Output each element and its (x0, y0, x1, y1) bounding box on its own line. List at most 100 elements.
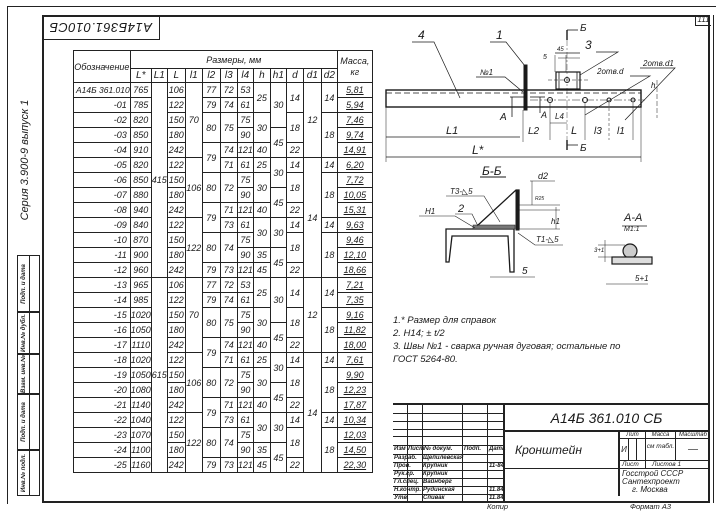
cell-d: 18 (285, 367, 304, 398)
note-3-cont: ГОСТ 5264-80. (393, 354, 458, 365)
cell-l4: 75 (236, 367, 254, 383)
cell-Lstar: 1020 (129, 307, 152, 323)
cell-h: 30 (252, 367, 271, 398)
scale-header: Масштаб (676, 432, 710, 439)
signer-date: 11.84 (489, 487, 504, 493)
cell-l4: 121 (236, 142, 254, 158)
cell-L: 242 (166, 262, 186, 278)
cell-l2: 80 (201, 112, 221, 143)
cell-h: 40 (252, 397, 271, 413)
cell-d1: 14 (302, 352, 322, 473)
outer-frame (7, 6, 716, 504)
cell-designation: -02 (73, 112, 131, 128)
cell-h: 30 (252, 307, 271, 338)
cell-d: 18 (285, 307, 304, 338)
cell-Lstar: 1080 (129, 382, 152, 398)
cell-Lstar: 880 (129, 187, 152, 203)
cell-h: 35 (252, 442, 271, 458)
cell-l4: 75 (236, 307, 254, 323)
cell-Lstar: 850 (129, 172, 152, 188)
cell-L: 150 (166, 232, 186, 248)
cell-l1: 122 (184, 412, 203, 473)
cell-L: 150 (166, 172, 186, 188)
cell-d: 18 (285, 112, 304, 143)
cell-mass: 6,20 (336, 157, 373, 173)
signer-name: Рудинская (423, 487, 455, 493)
header-h1: h1 (269, 68, 287, 83)
cell-L: 242 (166, 202, 186, 218)
cell-h1: 45 (269, 247, 287, 278)
format-label: Формат А3 (630, 502, 672, 511)
cell-d: 22 (285, 457, 304, 473)
cell-mass: 18,00 (336, 337, 373, 353)
header-d2: d2 (320, 68, 338, 83)
signer-role: Гл.спец. (394, 479, 419, 485)
cell-l2: 79 (201, 262, 221, 278)
header-Lstar: L* (129, 68, 152, 83)
cell-d2: 18 (320, 367, 338, 413)
mass-header: Масса (646, 432, 676, 439)
cell-mass: 14,91 (336, 142, 373, 158)
cell-l4: 90 (236, 442, 254, 458)
cell-mass: 15,31 (336, 202, 373, 218)
sheets-count: Листов 1 (646, 461, 710, 469)
cell-l4: 53 (236, 82, 254, 98)
cell-d: 14 (285, 217, 304, 233)
cell-h1: 30 (269, 157, 287, 188)
signer-role: Разраб. (394, 455, 417, 461)
cell-l2: 80 (201, 427, 221, 458)
cell-mass: 22,30 (336, 457, 373, 473)
cell-l3: 71 (219, 202, 238, 218)
grid-header-sign: Подп. (464, 446, 482, 452)
cell-Lstar: 820 (129, 157, 152, 173)
signer-date: 11.84 (489, 495, 504, 501)
cell-mass: 7,35 (336, 292, 373, 308)
mirrored-code-box: А14Б361.010СБ (42, 15, 160, 40)
cell-Lstar: 910 (129, 142, 152, 158)
cell-h: 25 (252, 352, 271, 368)
stamp-label: Подп. и дата (20, 263, 27, 304)
cell-h1: 45 (269, 382, 287, 413)
cell-l3: 71 (219, 397, 238, 413)
header-L1: L1 (150, 68, 168, 83)
org-line: Госстрой СССР (622, 470, 684, 478)
cell-Lstar: 1160 (129, 457, 152, 473)
cell-l4: 61 (236, 412, 254, 428)
cell-l2: 79 (201, 202, 221, 233)
document-code: А14Б 361.010 СБ (503, 405, 710, 432)
cell-mass: 9,16 (336, 307, 373, 323)
header-l3: l3 (219, 68, 238, 83)
cell-d: 22 (285, 142, 304, 158)
cell-h: 30 (252, 217, 271, 248)
grid-header-change: Изм (394, 446, 406, 452)
cell-l4: 121 (236, 337, 254, 353)
cell-Lstar: 820 (129, 112, 152, 128)
signer-name: Вайнберг (423, 479, 452, 485)
cell-mass: 7,21 (336, 277, 373, 293)
signer-name: Крупник (423, 463, 448, 469)
grid-header-doc: № докум. (424, 446, 453, 452)
cell-mass: 9,74 (336, 127, 373, 143)
cell-h1: 30 (269, 217, 287, 248)
cell-mass: 9,90 (336, 367, 373, 383)
cell-l3: 73 (219, 217, 238, 233)
cell-d2: 14 (320, 352, 338, 368)
signer-role: Пров. (394, 463, 411, 469)
cell-mass: 5,81 (336, 82, 373, 98)
revision-grid: Изм Лист № докум. Подп. Дата Разраб. Щеп… (393, 405, 505, 502)
cell-d2: 14 (320, 157, 338, 173)
cell-L: 122 (166, 97, 186, 113)
cell-l4: 121 (236, 202, 254, 218)
cell-d: 18 (285, 172, 304, 203)
cell-l3: 75 (219, 112, 238, 143)
cell-Lstar: 1140 (129, 397, 152, 413)
cell-designation: -01 (73, 97, 131, 113)
